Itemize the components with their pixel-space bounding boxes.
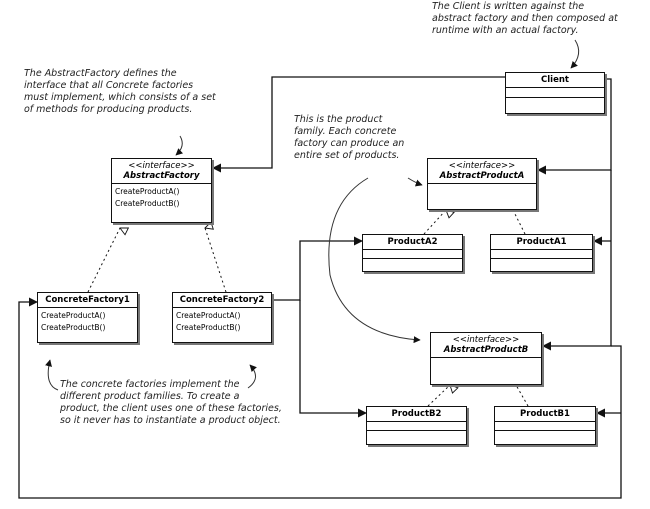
abstract-product-b-name: AbstractProductB xyxy=(443,345,529,355)
client-note-arrow xyxy=(570,39,580,69)
abstract-factory-name: AbstractFactory xyxy=(123,171,200,181)
concrete-factory1-class: ConcreteFactory1 CreateProductA() Create… xyxy=(37,292,138,343)
product-a1-name: ProductA1 xyxy=(491,235,592,250)
abstract-product-b-stereotype: <<interface>> xyxy=(452,335,520,345)
abstract-factory-class: <<interface>> AbstractFactory CreateProd… xyxy=(111,158,212,223)
concrete-factory2-name: ConcreteFactory2 xyxy=(173,293,271,308)
producta1-realizes-line xyxy=(513,210,526,235)
cf2-realizes-af-line xyxy=(205,228,227,293)
concrete-factories-note: The concrete factories implement the dif… xyxy=(60,379,282,426)
cf1-realizes-af-line xyxy=(87,228,120,293)
product-b1-class: ProductB1 xyxy=(494,406,596,445)
concrete-factory1-op: CreateProductB() xyxy=(41,323,106,332)
client-class: Client xyxy=(505,72,605,114)
client-name: Client xyxy=(506,73,604,88)
product-b1-name: ProductB1 xyxy=(495,407,595,422)
client-to-abstractfactory-line xyxy=(212,76,505,173)
concrete-factory1-name: ConcreteFactory1 xyxy=(38,293,137,308)
product-a2-class: ProductA2 xyxy=(362,234,463,272)
abstract-factory-stereotype: <<interface>> xyxy=(128,161,195,171)
cf2-to-productb2-line xyxy=(299,300,367,418)
factory-note-arrow xyxy=(175,135,184,156)
client-to-abstractproducta-line xyxy=(537,78,612,175)
factory-note: The AbstractFactory defines the interfac… xyxy=(24,68,216,115)
cf2-to-producta2-line xyxy=(272,236,363,301)
family-note-arrow-b xyxy=(328,177,421,344)
family-note-arrow-a xyxy=(407,177,423,187)
abstract-factory-op: CreateProductA() xyxy=(115,187,180,196)
productb1-realizes-line xyxy=(516,385,529,407)
concrete-note-bracket-right xyxy=(247,364,257,389)
product-family-note: This is the product family. Each concret… xyxy=(294,114,405,161)
product-b2-name: ProductB2 xyxy=(367,407,466,422)
concrete-factory1-op: CreateProductA() xyxy=(41,311,106,320)
abstract-product-a-stereotype: <<interface>> xyxy=(448,161,516,171)
concrete-factory2-op: CreateProductA() xyxy=(176,311,241,320)
abstract-factory-op: CreateProductB() xyxy=(115,199,180,208)
concrete-factory2-op: CreateProductB() xyxy=(176,323,241,332)
producta2-realizes-line xyxy=(423,210,446,235)
abstract-product-b-class: <<interface>> AbstractProductB xyxy=(430,332,542,385)
abstract-product-a-name: AbstractProductA xyxy=(439,171,525,181)
concrete-factory2-class: ConcreteFactory2 CreateProductA() Create… xyxy=(172,292,272,343)
product-a1-class: ProductA1 xyxy=(490,234,593,272)
concrete-note-bracket xyxy=(45,359,59,391)
product-b2-class: ProductB2 xyxy=(366,406,467,445)
productb2-realizes-line xyxy=(427,385,450,407)
abstract-product-a-class: <<interface>> AbstractProductA xyxy=(427,158,537,210)
product-a2-name: ProductA2 xyxy=(363,235,462,250)
client-to-concretefactory1-line xyxy=(18,297,622,499)
client-note: The Client is written against the abstra… xyxy=(432,1,618,36)
